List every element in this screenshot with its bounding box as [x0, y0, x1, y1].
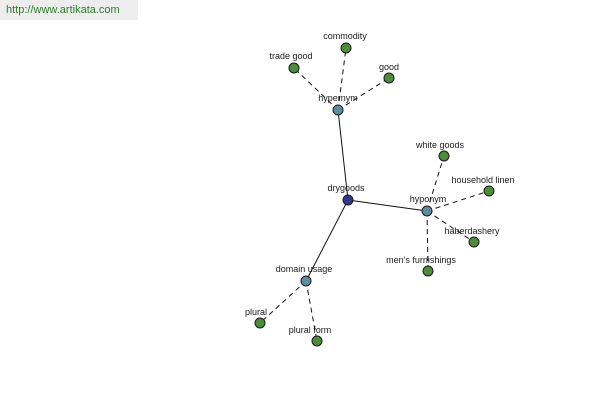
edge-domain-usage-to-plural-form	[305, 280, 318, 342]
edge-hyponym-to-white-goods	[426, 155, 445, 212]
edge-drygoods-to-hypernym	[337, 109, 349, 201]
label-men-s-furnishings[interactable]: men's furnishings	[386, 255, 456, 265]
node-drygoods[interactable]	[342, 194, 354, 206]
edge-hyponym-to-household-linen	[426, 190, 490, 212]
node-household-linen[interactable]	[483, 185, 495, 197]
edge-hypernym-to-good	[337, 77, 390, 111]
node-hyponym[interactable]	[421, 205, 433, 217]
node-hypernym[interactable]	[332, 104, 344, 116]
node-haberdashery[interactable]	[468, 236, 480, 248]
label-plural-form[interactable]: plural form	[289, 325, 332, 335]
graph-edges	[259, 47, 490, 342]
label-drygoods[interactable]: drygoods	[327, 183, 365, 193]
label-trade-good[interactable]: trade good	[269, 51, 312, 61]
node-plural-form[interactable]	[311, 335, 323, 347]
node-trade-good[interactable]	[288, 62, 300, 74]
edge-hypernym-to-trade-good	[293, 67, 339, 111]
label-domain-usage[interactable]: domain usage	[276, 264, 333, 274]
edge-domain-usage-to-plural	[259, 280, 307, 324]
edge-hypernym-to-commodity	[337, 47, 347, 111]
label-commodity[interactable]: commodity	[323, 31, 367, 41]
label-good[interactable]: good	[379, 62, 399, 72]
edge-drygoods-to-domain-usage	[305, 199, 349, 282]
label-haberdashery[interactable]: haberdashery	[444, 226, 500, 236]
source-url[interactable]: http://www.artikata.com	[0, 0, 138, 20]
node-commodity[interactable]	[340, 42, 352, 54]
label-white-goods[interactable]: white goods	[415, 140, 465, 150]
node-men-s-furnishings[interactable]	[422, 265, 434, 277]
edge-hyponym-to-haberdashery	[426, 210, 475, 243]
node-plural[interactable]	[254, 317, 266, 329]
node-domain-usage[interactable]	[300, 275, 312, 287]
graph-nodes: drygoods hypernym commodity trade good good h…	[245, 31, 515, 347]
label-plural[interactable]: plural	[245, 307, 267, 317]
node-white-goods[interactable]	[438, 150, 450, 162]
node-good[interactable]	[383, 72, 395, 84]
edge-drygoods-to-hyponym	[347, 199, 428, 212]
edge-hyponym-to-men-s-furnishings	[426, 210, 429, 272]
label-hyponym[interactable]: hyponym	[410, 194, 447, 204]
label-household-linen[interactable]: household linen	[451, 175, 514, 185]
label-hypernym[interactable]: hypernym	[318, 93, 358, 103]
